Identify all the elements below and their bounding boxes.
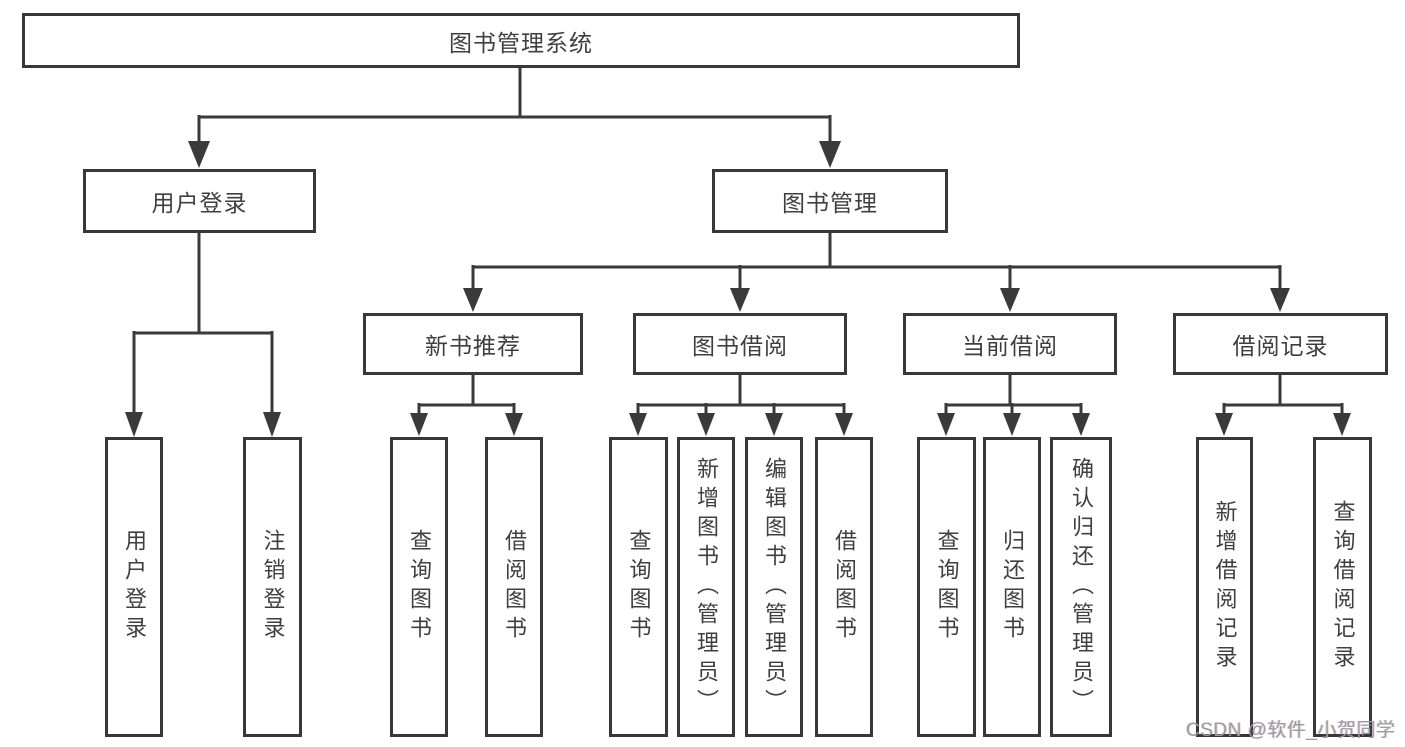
node-library-management-system: 图书管理系统 [22, 13, 1020, 68]
node-label: 用户登录 [151, 190, 248, 216]
connector-path [132, 232, 274, 413]
connector-path [471, 232, 1282, 289]
leaf-label: 借阅图书 [502, 529, 527, 645]
node-book-borrow: 图书借阅 [633, 313, 847, 375]
arrow-down-icon [463, 288, 483, 312]
arrow-down-icon [505, 413, 523, 436]
leaf-label: 查询图书 [407, 529, 432, 645]
node-current-borrow: 当前借阅 [903, 313, 1117, 375]
node-user-login: 用户登录 [83, 169, 316, 233]
leaf-add-borrow-record: 新增借阅记录 [1196, 437, 1253, 737]
connector-path [197, 68, 832, 142]
leaf-label: 用户登录 [122, 529, 147, 645]
leaf-add-book-admin: 新增图书（管理员） [677, 437, 735, 737]
leaf-label: 新增图书（管理员） [694, 456, 719, 718]
arrow-down-icon [835, 413, 853, 436]
leaf-return-book: 归还图书 [983, 437, 1041, 737]
connector-path [636, 375, 846, 414]
node-book-management: 图书管理 [712, 169, 948, 233]
leaf-borrow-books: 借阅图书 [485, 437, 543, 737]
leaf-label: 借阅图书 [832, 529, 857, 645]
arrow-down-icon [697, 413, 715, 436]
leaf-user-login: 用户登录 [105, 437, 163, 737]
arrow-down-icon [1333, 413, 1351, 436]
arrow-down-icon [410, 413, 428, 436]
arrow-down-icon [730, 288, 750, 312]
node-borrow-records: 借阅记录 [1173, 313, 1388, 375]
arrow-down-icon [819, 141, 841, 168]
arrow-down-icon [125, 412, 143, 437]
node-new-book-recommend: 新书推荐 [363, 313, 583, 375]
leaf-query-books: 查询图书 [390, 437, 448, 737]
leaf-label: 归还图书 [1000, 529, 1025, 645]
leaf-edit-book-admin: 编辑图书（管理员） [745, 437, 803, 737]
leaf-query-books: 查询图书 [609, 437, 668, 737]
connector-path [1222, 375, 1344, 414]
leaf-label: 查询图书 [626, 529, 652, 645]
leaf-label: 查询借阅记录 [1330, 500, 1356, 674]
leaf-label: 确认归还（管理员） [1069, 456, 1094, 718]
leaf-label: 注销登录 [260, 529, 286, 645]
connector-path [944, 375, 1083, 414]
leaf-label: 编辑图书（管理员） [762, 456, 787, 718]
connector-path [417, 375, 516, 414]
arrow-down-icon [263, 412, 281, 437]
arrow-down-icon [629, 413, 647, 436]
leaf-label: 新增借阅记录 [1212, 500, 1238, 674]
node-label: 图书借阅 [692, 333, 788, 359]
node-label: 图书管理 [782, 190, 878, 216]
leaf-label: 查询图书 [934, 529, 960, 645]
node-label: 借阅记录 [1232, 333, 1329, 359]
arrow-down-icon [765, 413, 783, 436]
arrow-down-icon [1215, 413, 1233, 436]
leaf-logout: 注销登录 [243, 437, 302, 737]
arrow-down-icon [1000, 288, 1020, 312]
node-label: 图书管理系统 [449, 29, 593, 56]
leaf-query-books: 查询图书 [917, 437, 976, 737]
arrow-down-icon [937, 413, 955, 436]
node-label: 当前借阅 [962, 333, 1058, 359]
leaf-confirm-return-admin: 确认归还（管理员） [1050, 437, 1112, 737]
leaf-borrow-books: 借阅图书 [815, 437, 873, 737]
arrow-down-icon [1072, 413, 1090, 436]
arrow-down-icon [1270, 288, 1290, 312]
arrow-down-icon [188, 141, 210, 168]
leaf-query-borrow-record: 查询借阅记录 [1313, 437, 1372, 737]
watermark: CSDN @软件_小贺同学 [1186, 720, 1396, 741]
node-label: 新书推荐 [425, 333, 521, 359]
arrow-down-icon [1003, 413, 1021, 436]
